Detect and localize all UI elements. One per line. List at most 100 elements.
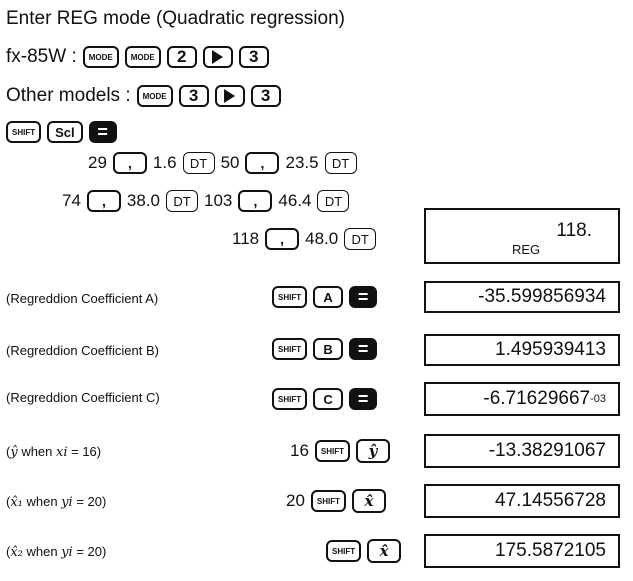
y-hat-symbol: ŷ: [10, 445, 18, 460]
a-key[interactable]: A: [313, 286, 344, 308]
x1-estimate-label: (x̂₁ when yi = 20): [6, 494, 106, 510]
comma-key[interactable]: ,: [245, 152, 280, 174]
x-value: 29: [88, 153, 107, 172]
input-value: 20: [286, 491, 305, 510]
display-value: 47.14556728: [495, 490, 606, 511]
display-exponent: -03: [590, 393, 606, 405]
coefficient-c-keys: SHIFT C =: [272, 388, 378, 410]
dt-key[interactable]: DT: [182, 152, 215, 174]
x-hat-key[interactable]: x̂: [352, 489, 387, 513]
shift-key[interactable]: SHIFT: [272, 286, 308, 308]
shift-key[interactable]: SHIFT: [314, 440, 351, 462]
shift-key[interactable]: SHIFT: [6, 121, 42, 143]
y-value: 23.5: [285, 153, 319, 172]
comma-key[interactable]: ,: [86, 190, 121, 212]
shift-key[interactable]: SHIFT: [272, 338, 308, 360]
x1-hat-symbol: x̂₁: [10, 495, 23, 510]
coefficient-c-display: -6.71629667-03: [424, 382, 620, 416]
x-value: 103: [204, 191, 233, 210]
y-estimate-label: (ŷ when xi = 16): [6, 444, 101, 460]
data-entry-row: 74 , 38.0 DT 103 , 46.4 DT: [62, 190, 350, 212]
x2-hat-symbol: x̂₂: [10, 545, 23, 560]
display-value: 1.495939413: [495, 339, 606, 360]
fx85w-sequence: fx-85W : MODE MODE 2 3: [6, 46, 269, 68]
coefficient-a-label: (Regreddion Coefficient A): [6, 291, 159, 306]
right-arrow-key[interactable]: [202, 46, 233, 68]
label-text: when: [17, 444, 57, 459]
label-text: (: [6, 544, 11, 559]
label-text: = 16): [67, 444, 102, 459]
label-text: = 20): [72, 494, 107, 509]
equals-key[interactable]: =: [349, 388, 378, 410]
right-arrow-icon: [212, 50, 224, 64]
right-arrow-key[interactable]: [214, 85, 245, 107]
label-text: (: [6, 494, 11, 509]
mode-key[interactable]: MODE: [124, 46, 161, 68]
coefficient-a-keys: SHIFT A =: [272, 286, 378, 308]
x1-estimate-display: 47.14556728: [424, 484, 620, 518]
coefficient-a-display: -35.599856934: [424, 281, 620, 313]
dt-key[interactable]: DT: [344, 228, 377, 250]
other-models-sequence: Other models : MODE 3 3: [6, 85, 281, 107]
label-text: when: [22, 544, 62, 559]
display-value: -6.71629667: [483, 388, 591, 409]
y-value: 48.0: [305, 229, 339, 248]
input-value: 16: [290, 441, 309, 460]
coefficient-c-label: (Regreddion Coefficient C): [6, 390, 160, 405]
variable: xi: [56, 445, 68, 460]
page-title: Enter REG mode (Quadratic regression): [6, 8, 345, 29]
dt-key[interactable]: DT: [166, 190, 199, 212]
clear-sequence: SHIFT Scl =: [6, 121, 117, 143]
reg-display: 118. REG: [424, 208, 620, 264]
fx85w-label: fx-85W :: [6, 46, 77, 67]
display-value: 118.: [556, 220, 592, 241]
right-arrow-icon: [224, 89, 236, 103]
y-value: 38.0: [126, 191, 161, 210]
x2-estimate-label: (x̂₂ when yi = 20): [6, 544, 106, 560]
b-key[interactable]: B: [313, 338, 344, 360]
c-key[interactable]: C: [313, 388, 344, 410]
comma-key[interactable]: ,: [238, 190, 273, 212]
comma-key[interactable]: ,: [265, 228, 300, 250]
dt-key[interactable]: DT: [317, 190, 350, 212]
y-value: 46.4: [278, 191, 312, 210]
y-estimate-display: -13.38291067: [424, 434, 620, 468]
shift-key[interactable]: SHIFT: [310, 490, 347, 512]
x-value: 74: [62, 191, 81, 210]
data-entry-row: 29 , 1.6 DT 50 , 23.5 DT: [88, 152, 357, 174]
label-text: = 20): [72, 544, 107, 559]
comma-key[interactable]: ,: [112, 152, 147, 174]
y-hat-key[interactable]: ŷ: [356, 439, 391, 463]
scl-key[interactable]: Scl: [47, 121, 83, 143]
display-value: 175.5872105: [495, 540, 606, 561]
x-value: 118: [232, 229, 260, 248]
shift-key[interactable]: SHIFT: [326, 540, 362, 562]
three-key[interactable]: 3: [250, 85, 281, 107]
equals-key[interactable]: =: [349, 286, 378, 308]
variable: yi: [61, 545, 73, 560]
mode-key[interactable]: MODE: [136, 85, 173, 107]
y-estimate-keys: 16 SHIFT ŷ: [290, 439, 391, 463]
variable: yi: [61, 495, 73, 510]
x2-estimate-keys: SHIFT x̂: [326, 539, 402, 563]
dt-key[interactable]: DT: [324, 152, 357, 174]
label-text: (: [6, 444, 11, 459]
y-value: 1.6: [152, 153, 177, 172]
reg-indicator: REG: [512, 242, 541, 257]
shift-key[interactable]: SHIFT: [272, 388, 308, 410]
three-key[interactable]: 3: [238, 46, 269, 68]
two-key[interactable]: 2: [166, 46, 197, 68]
x2-estimate-display: 175.5872105: [424, 534, 620, 568]
mode-key[interactable]: MODE: [82, 46, 119, 68]
display-value: -13.38291067: [488, 440, 606, 461]
label-text: when: [22, 494, 62, 509]
equals-key[interactable]: =: [88, 121, 117, 143]
three-key[interactable]: 3: [178, 85, 209, 107]
x1-estimate-keys: 20 SHIFT x̂: [286, 489, 387, 513]
coefficient-b-label: (Regreddion Coefficient B): [6, 343, 159, 358]
other-models-label: Other models :: [6, 85, 131, 106]
coefficient-b-display: 1.495939413: [424, 334, 620, 366]
x-value: 50: [220, 153, 240, 172]
x-hat-key[interactable]: x̂: [367, 539, 402, 563]
equals-key[interactable]: =: [349, 338, 378, 360]
